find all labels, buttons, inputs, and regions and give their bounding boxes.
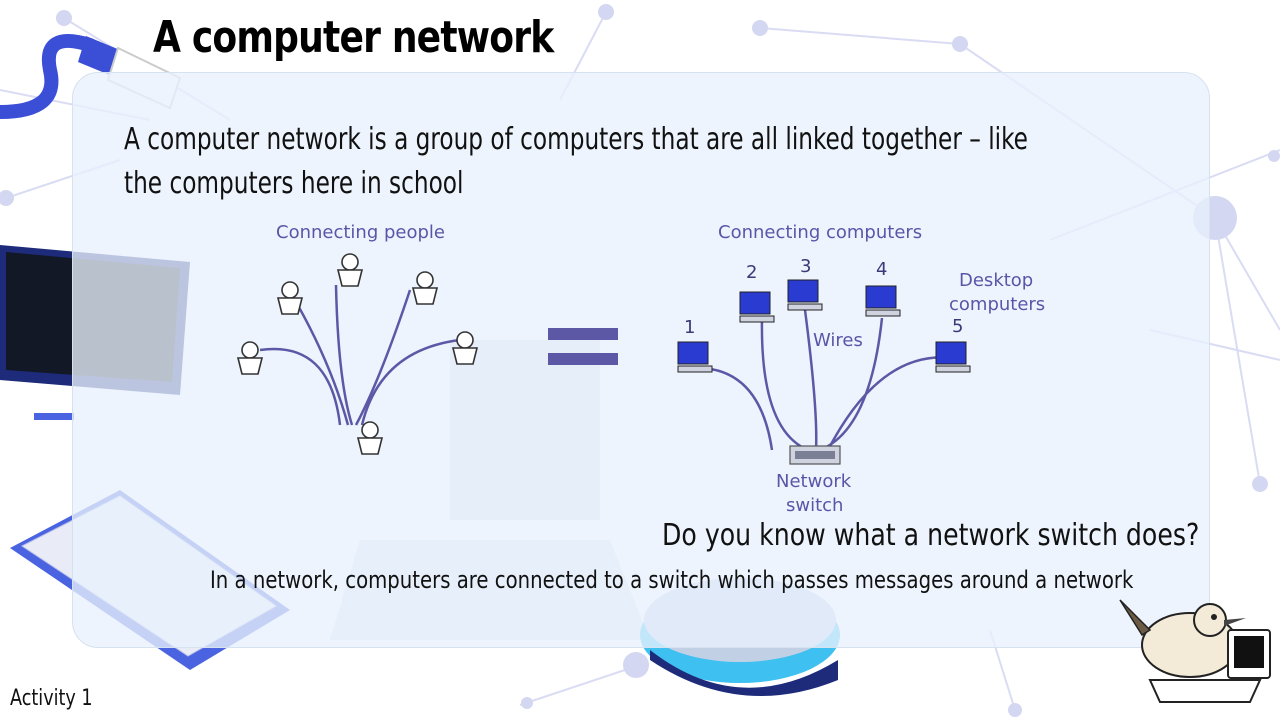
computer-number-4: 4 bbox=[876, 259, 888, 280]
computer-icon-1 bbox=[677, 341, 713, 373]
switch-label-line2: switch bbox=[786, 495, 844, 516]
connecting-people-label: Connecting people bbox=[276, 222, 445, 243]
connecting-people-diagram bbox=[236, 253, 479, 455]
equals-sign-bottom bbox=[548, 353, 618, 365]
activity-label: Activity 1 bbox=[10, 686, 93, 711]
computer-number-5: 5 bbox=[952, 316, 964, 337]
question-text: Do you know what a network switch does? bbox=[662, 518, 1200, 553]
computer-icon-2 bbox=[739, 291, 775, 323]
computer-icon-3 bbox=[787, 279, 823, 311]
wires-label: Wires bbox=[813, 330, 863, 351]
connecting-computers-label: Connecting computers bbox=[718, 222, 923, 243]
bird-mascot-icon bbox=[1119, 599, 1271, 703]
network-switch-icon bbox=[789, 445, 841, 465]
computer-number-2: 2 bbox=[746, 262, 758, 283]
computer-number-3: 3 bbox=[800, 256, 812, 277]
switch-label-line1: Network bbox=[776, 471, 852, 492]
answer-text: In a network, computers are connected to… bbox=[210, 566, 1134, 594]
desktop-label-line1: Desktop bbox=[959, 270, 1034, 291]
computer-icon-4 bbox=[865, 285, 901, 317]
connecting-computers-diagram bbox=[677, 279, 971, 465]
desktop-label-line2: computers bbox=[949, 294, 1046, 315]
intro-text: A computer network is a group of compute… bbox=[124, 122, 1028, 201]
equals-sign-top bbox=[548, 328, 618, 340]
page-title: A computer network bbox=[153, 12, 554, 63]
computer-number-1: 1 bbox=[684, 317, 696, 338]
computer-icon-5 bbox=[935, 341, 971, 373]
person-icon bbox=[236, 253, 479, 455]
